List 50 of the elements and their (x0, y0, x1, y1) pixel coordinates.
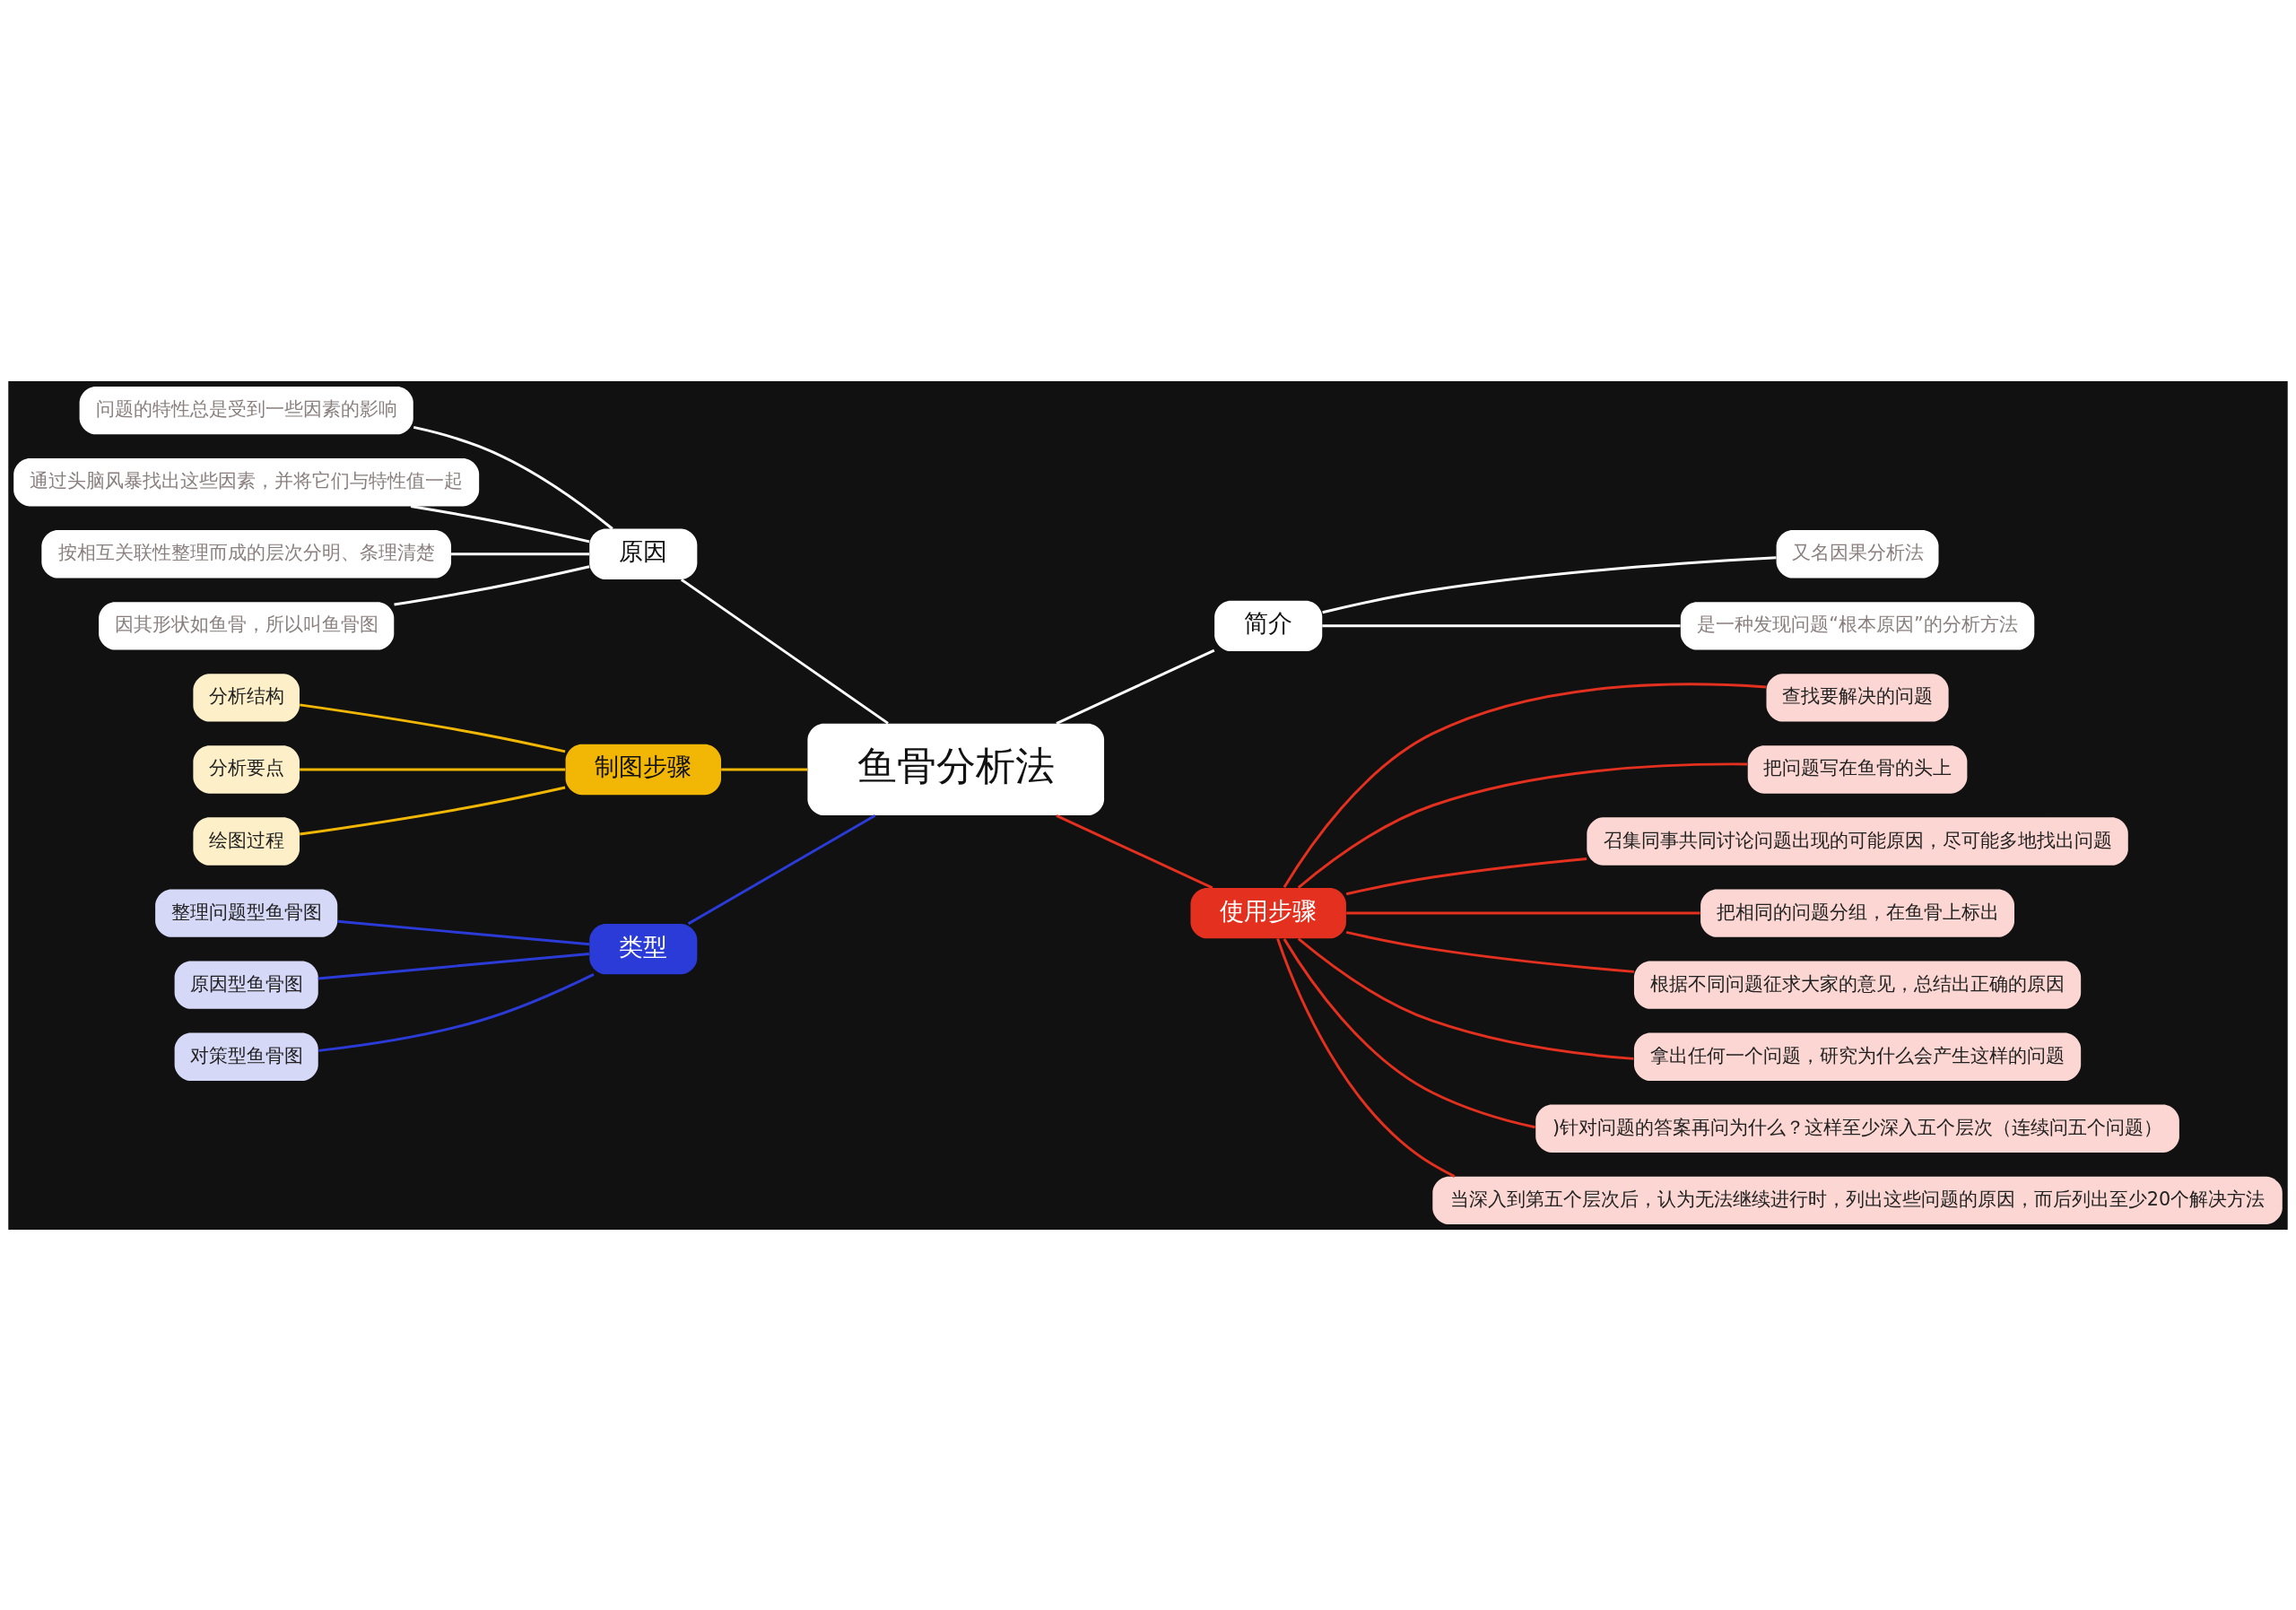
node-box: 分析要点 (193, 744, 300, 794)
node-box: 是一种发现问题“根本原因”的分析方法 (1680, 601, 2035, 649)
node-box: 把问题写在鱼骨的头上 (1747, 744, 1968, 794)
node-box: 拿出任何一个问题，研究为什么会产生这样的问题 (1633, 1032, 2082, 1081)
node-box: 查找要解决的问题 (1766, 673, 1949, 722)
node-box: 把相同的问题分组，在鱼骨上标出 (1700, 888, 2014, 937)
node-box: 简介 (1214, 600, 1323, 651)
connector (1345, 930, 1635, 973)
connector (300, 768, 566, 770)
connector (1056, 814, 1213, 889)
connector (1283, 682, 1767, 888)
node-box: 原因型鱼骨图 (174, 961, 318, 1009)
connector (394, 564, 590, 606)
connector (1297, 937, 1634, 1060)
node-box: 按相互关联性整理而成的层次分明、条理清楚 (41, 529, 452, 578)
node-box: 制图步骤 (565, 744, 722, 795)
connector (680, 578, 889, 725)
node-box: 又名因果分析法 (1776, 529, 1939, 578)
connector (1276, 937, 1456, 1178)
node-box: 绘图过程 (193, 816, 300, 866)
connector (317, 952, 590, 979)
connector (337, 919, 590, 945)
connector (1056, 648, 1215, 725)
node-box: 通过头脑风暴找出这些因素，并将它们与特性值一起 (13, 457, 480, 506)
connector (1346, 911, 1700, 915)
node-box: 召集同事共同讨论问题出现的可能原因，尽可能多地找出问题 (1587, 816, 2128, 866)
connector (687, 814, 876, 925)
connector (721, 768, 808, 770)
connector (318, 972, 595, 1052)
connector (1322, 555, 1777, 614)
node-box: 对策型鱼骨图 (174, 1032, 318, 1081)
connector (1283, 937, 1535, 1128)
node-box: 原因 (589, 528, 698, 579)
connector (413, 425, 613, 530)
node-box: 当深入到第五个层次后，认为无法继续进行时，列出这些问题的原因，而后列出至少20个解决方法 (1432, 1176, 2283, 1224)
node-box: 鱼骨分析法 (807, 723, 1105, 815)
connector (1297, 761, 1748, 889)
connector (1345, 857, 1587, 895)
node-box: 整理问题型鱼骨图 (155, 888, 338, 937)
node-box: )针对问题的答案再问为什么？这样至少深入五个层次（连续问五个问题） (1535, 1104, 2179, 1153)
connector (300, 786, 566, 836)
node-box: 类型 (589, 923, 698, 974)
connector (1322, 623, 1681, 627)
connector (300, 702, 566, 753)
node-box: 使用步骤 (1190, 887, 1346, 938)
connector (451, 552, 590, 555)
node-box: 因其形状如鱼骨，所以叫鱼骨图 (99, 601, 395, 649)
node-box: 分析结构 (193, 673, 300, 722)
node-box: 根据不同问题征求大家的意见，总结出正确的原因 (1633, 961, 2082, 1009)
node-box: 问题的特性总是受到一些因素的影响 (79, 386, 413, 434)
